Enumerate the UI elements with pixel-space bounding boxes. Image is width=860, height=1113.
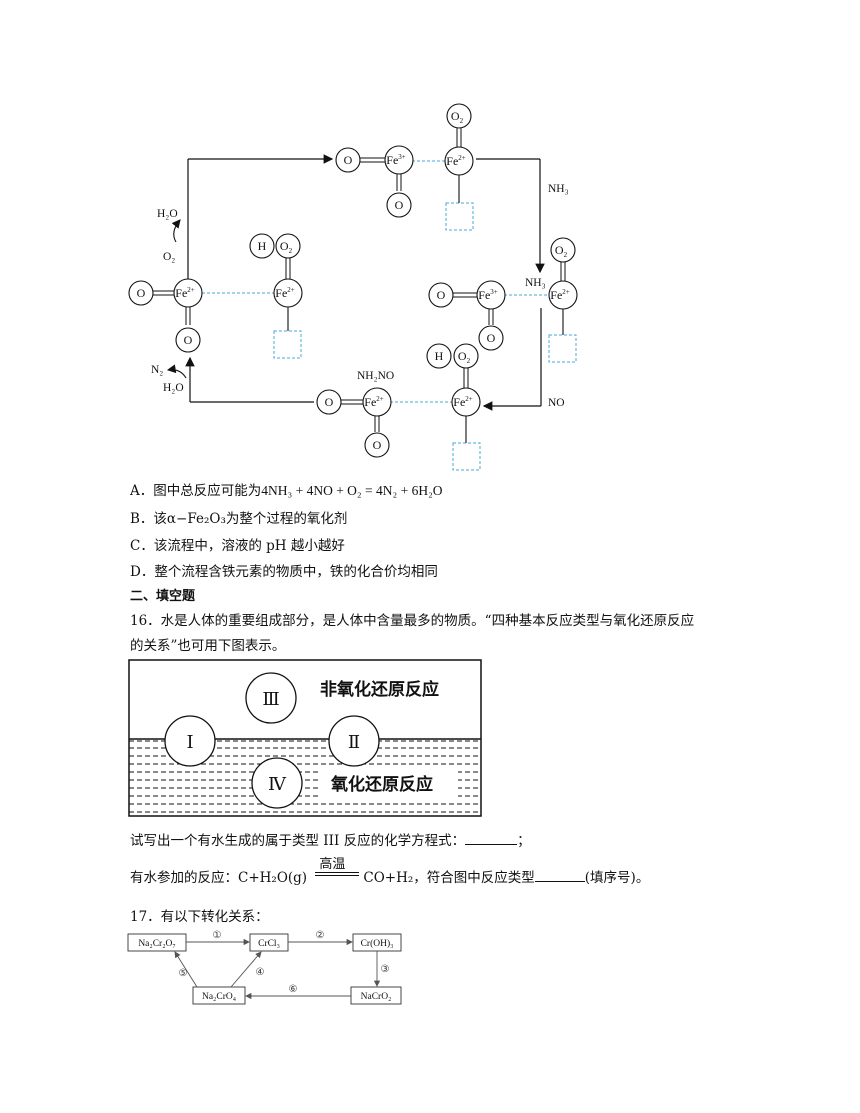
label-n2: N₂ <box>151 364 163 376</box>
step-5: ⑤ <box>179 968 188 979</box>
svg-text:O: O <box>395 198 404 212</box>
label-o2: O₂ <box>163 251 175 263</box>
non-redox-label: 非氧化还原反应 <box>320 679 439 700</box>
svg-text:Fe3+: Fe3+ <box>386 153 406 167</box>
circle-i: Ⅰ <box>186 732 193 752</box>
svg-text:H: H <box>435 349 444 363</box>
svg-text:O2: O2 <box>458 349 471 365</box>
svg-text:H: H <box>258 239 267 253</box>
q16-line2: 的关系”也可用下图表示。 <box>130 638 286 654</box>
svg-text:O: O <box>325 395 334 409</box>
svg-text:Fe2+: Fe2+ <box>175 286 195 300</box>
section-title: 二、填空题 <box>130 589 196 604</box>
redox-label: 氧化还原反应 <box>330 774 433 795</box>
label-nh2no: NH₂NO <box>357 370 394 382</box>
box-nacro2: NaCrO₂ <box>361 992 392 1002</box>
svg-text:O: O <box>437 288 446 302</box>
option-d: D．整个流程含铁元素的物质中，铁的化合价均相同 <box>130 564 438 580</box>
option-a: A．图中总反应可能为4NH₃ + 4NO + O₂ = 4N₂ + 6H₂O <box>130 483 443 499</box>
svg-text:Fe2+: Fe2+ <box>550 288 570 302</box>
svg-text:Fe2+: Fe2+ <box>446 154 466 168</box>
h2o-to-n2-arrow <box>166 364 187 379</box>
answer-blank-2[interactable] <box>534 869 585 882</box>
catalytic-cycle-diagram: O Fe3+ O O2 Fe2+ O Fe2+ O H O2 Fe2+ O Fe… <box>128 103 578 471</box>
condition-label: 高温 <box>319 857 346 872</box>
q16-line1: 16．水是人体的重要组成部分，是人体中含量最多的物质。“四种基本反应类型与氧化还… <box>130 613 695 629</box>
step-4: ④ <box>256 967 265 978</box>
step-6: ⑥ <box>289 984 298 995</box>
svg-text:O: O <box>487 331 496 345</box>
circle-ii: Ⅱ <box>348 732 360 752</box>
label-nh3-mid: NH₃ <box>525 277 546 289</box>
q17-title: 17．有以下转化关系： <box>130 909 269 925</box>
svg-text:Fe2+: Fe2+ <box>453 395 473 409</box>
step-2: ② <box>316 930 325 941</box>
atom-o: O <box>344 153 353 167</box>
vacancy-squares <box>273 202 577 471</box>
box-croh3: Cr(OH)₃ <box>361 938 394 949</box>
option-c: C．该流程中，溶液的 pH 越小越好 <box>130 538 345 554</box>
atom-circles <box>128 103 578 458</box>
svg-text:O2: O2 <box>555 243 568 259</box>
box-na2cro4: Na₂CrO₄ <box>202 992 236 1002</box>
label-nh3: NH₃ <box>548 183 569 195</box>
o2-to-h2o-arrow <box>171 219 181 243</box>
circle-iii: Ⅲ <box>262 689 279 709</box>
label-h2o-bottom: H₂O <box>163 382 184 394</box>
svg-text:O2: O2 <box>280 239 293 255</box>
option-b: B．该α−Fe₂O₃为整个过程的氧化剂 <box>130 511 348 527</box>
chromium-conversion-diagram: Na₂Cr₂O₇ CrCl₃ Cr(OH)₃ Na₂CrO₄ NaCrO₂ ① … <box>127 930 402 1005</box>
svg-text:O: O <box>137 286 146 300</box>
reaction-type-diagram: Ⅲ Ⅰ Ⅱ Ⅳ 非氧化还原反应 氧化还原反应 <box>128 659 482 817</box>
q16-prompt1: 试写出一个有水生成的属于类型 III 反应的化学方程式：； <box>130 832 531 849</box>
label-no: NO <box>548 397 565 409</box>
svg-text:O2: O2 <box>451 109 464 125</box>
label-h2o-top: H₂O <box>157 208 178 220</box>
q16-prompt2: 有水参加的反应：C+H₂O(g) 高温 CO+H₂，符合图中反应类型(填序号)。 <box>130 857 649 886</box>
dashed-links <box>202 160 550 403</box>
svg-text:Fe2+: Fe2+ <box>275 286 295 300</box>
cycle-path <box>185 154 545 411</box>
svg-text:Fe2+: Fe2+ <box>364 395 384 409</box>
box-crcl3: CrCl₃ <box>258 939 280 949</box>
svg-text:O: O <box>184 333 193 347</box>
box-na2cr2o7: Na₂Cr₂O₇ <box>138 939 175 949</box>
svg-text:Fe3+: Fe3+ <box>478 288 498 302</box>
svg-text:O: O <box>373 438 382 452</box>
circle-iv: Ⅳ <box>268 774 287 794</box>
step-1: ① <box>213 930 222 941</box>
step-3: ③ <box>381 964 390 975</box>
answer-blank-1[interactable] <box>465 832 518 845</box>
